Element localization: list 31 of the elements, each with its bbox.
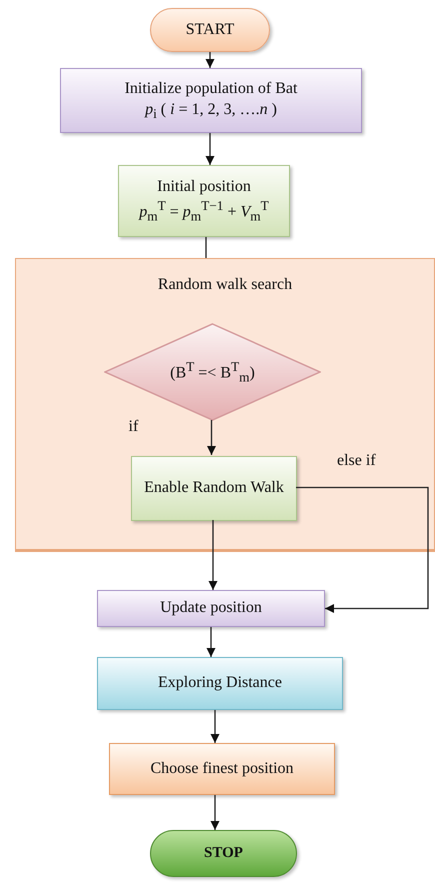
step-label: Initial position bbox=[157, 176, 251, 197]
edge-label: else if bbox=[336, 452, 377, 470]
terminal-label: START bbox=[186, 20, 234, 40]
group-panel bbox=[15, 258, 435, 552]
arrow bbox=[296, 486, 429, 614]
process-box bbox=[97, 590, 325, 627]
step-label: Update position bbox=[160, 598, 262, 618]
formula: p$_{i}$ ( i = 1, 2, 3, ….n ) bbox=[145, 100, 277, 122]
terminal-label: STOP bbox=[204, 844, 243, 863]
group-title: Random walk search bbox=[158, 275, 292, 295]
arrow bbox=[210, 710, 220, 743]
process-box bbox=[60, 68, 362, 133]
step-label: Initialize population of Bat bbox=[124, 78, 298, 99]
process-box bbox=[118, 165, 290, 237]
arrow bbox=[206, 627, 216, 657]
step-label: Exploring Distance bbox=[158, 673, 282, 694]
start-terminal bbox=[150, 8, 270, 52]
step-label: Choose finest position bbox=[150, 758, 294, 779]
step-label: (B$^{T}$ =< B$^{T}$$_{m}$) bbox=[170, 358, 255, 386]
arrow bbox=[205, 52, 215, 68]
decision-diamond bbox=[104, 323, 321, 421]
arrow bbox=[206, 420, 216, 455]
process-box bbox=[109, 743, 335, 795]
edge-label: if bbox=[128, 418, 140, 436]
arrow bbox=[205, 133, 215, 165]
step-label: Enable Random Walk bbox=[144, 478, 284, 498]
arrow bbox=[208, 520, 218, 590]
process-box bbox=[97, 657, 343, 710]
process-box bbox=[131, 456, 297, 521]
stop-terminal bbox=[150, 830, 297, 877]
arrow bbox=[210, 795, 220, 830]
